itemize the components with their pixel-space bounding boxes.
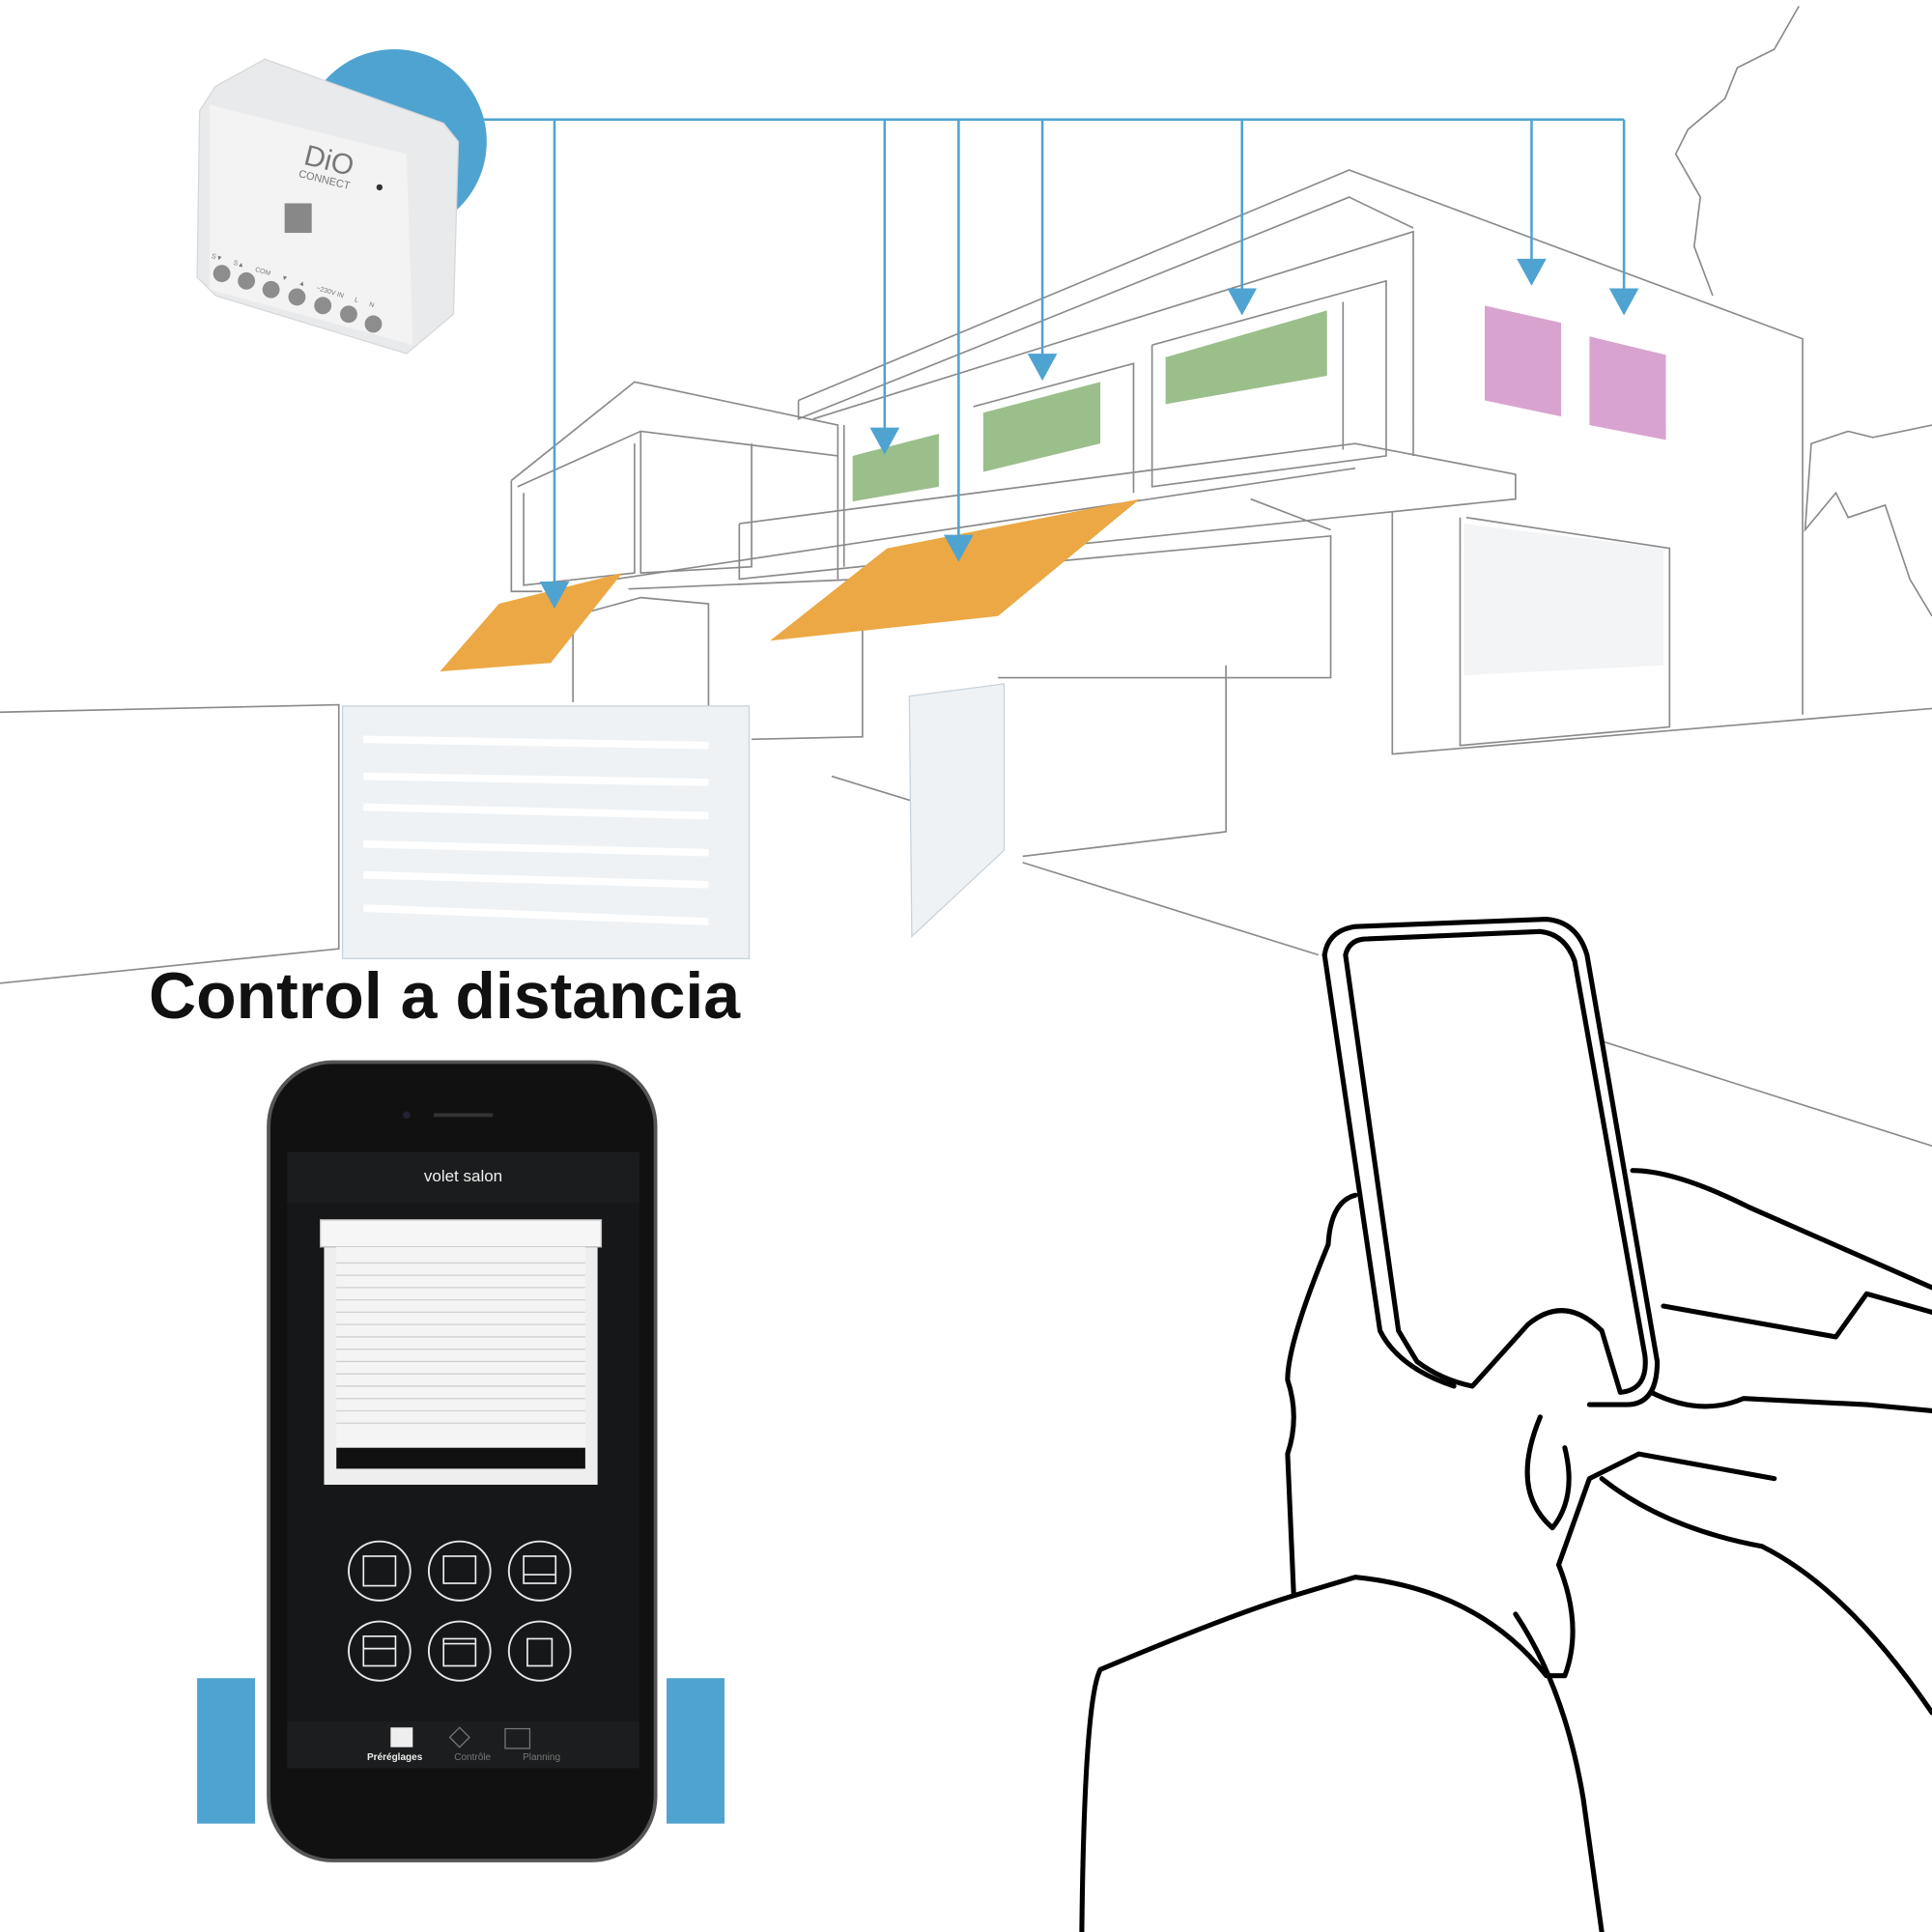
arrow-icon (1608, 288, 1639, 316)
awning-left (440, 573, 623, 672)
shutter-preview (319, 1219, 603, 1485)
house-drawing (0, 5, 1932, 1148)
accent-bar-left (197, 1678, 256, 1824)
window-green-2 (982, 382, 1101, 472)
up-down-icon (448, 1726, 470, 1748)
tab-controle[interactable]: Contrôle (454, 1752, 492, 1763)
shutter-preset-icon (390, 1727, 413, 1747)
tab-planning[interactable]: Planning (523, 1752, 560, 1763)
awning-right (770, 498, 1140, 641)
accent-bar-right (667, 1678, 724, 1824)
gate-left (341, 705, 751, 959)
control-wires (480, 118, 1639, 610)
window-pink-2 (1589, 336, 1666, 440)
window-pink-1 (1484, 305, 1562, 417)
hands-holding-phone (1079, 916, 1932, 1932)
preset-button-3[interactable] (507, 1540, 572, 1602)
tab-prereglages[interactable]: Préréglages (367, 1752, 423, 1763)
app-title: volet salon (423, 1167, 503, 1185)
sketched-phone (1321, 916, 1661, 1407)
tab-bar (287, 1720, 639, 1769)
arrow-icon (1027, 354, 1058, 382)
garage-door (1463, 524, 1663, 675)
window-green-3 (1165, 310, 1327, 405)
arrow-icon (869, 427, 900, 455)
terminal-label: L (354, 297, 359, 305)
arrow-icon (1227, 288, 1258, 316)
arrow-icon (944, 534, 974, 562)
arrow-icon (1517, 258, 1547, 286)
app-tabs: Préréglages Contrôle Planning (367, 1752, 560, 1763)
preset-button-4[interactable] (348, 1620, 412, 1682)
preset-buttons (348, 1540, 572, 1682)
preset-button-5[interactable] (427, 1620, 492, 1682)
preset-button-6[interactable] (507, 1620, 572, 1682)
arrow-icon (539, 582, 570, 610)
window-green-1 (852, 433, 939, 502)
dio-module (196, 58, 460, 355)
calendar-icon (504, 1727, 531, 1749)
gate-right (908, 683, 1006, 938)
headline: Control a distancia (149, 959, 741, 1033)
preset-button-1[interactable] (348, 1540, 412, 1602)
preset-button-2[interactable] (427, 1540, 492, 1602)
